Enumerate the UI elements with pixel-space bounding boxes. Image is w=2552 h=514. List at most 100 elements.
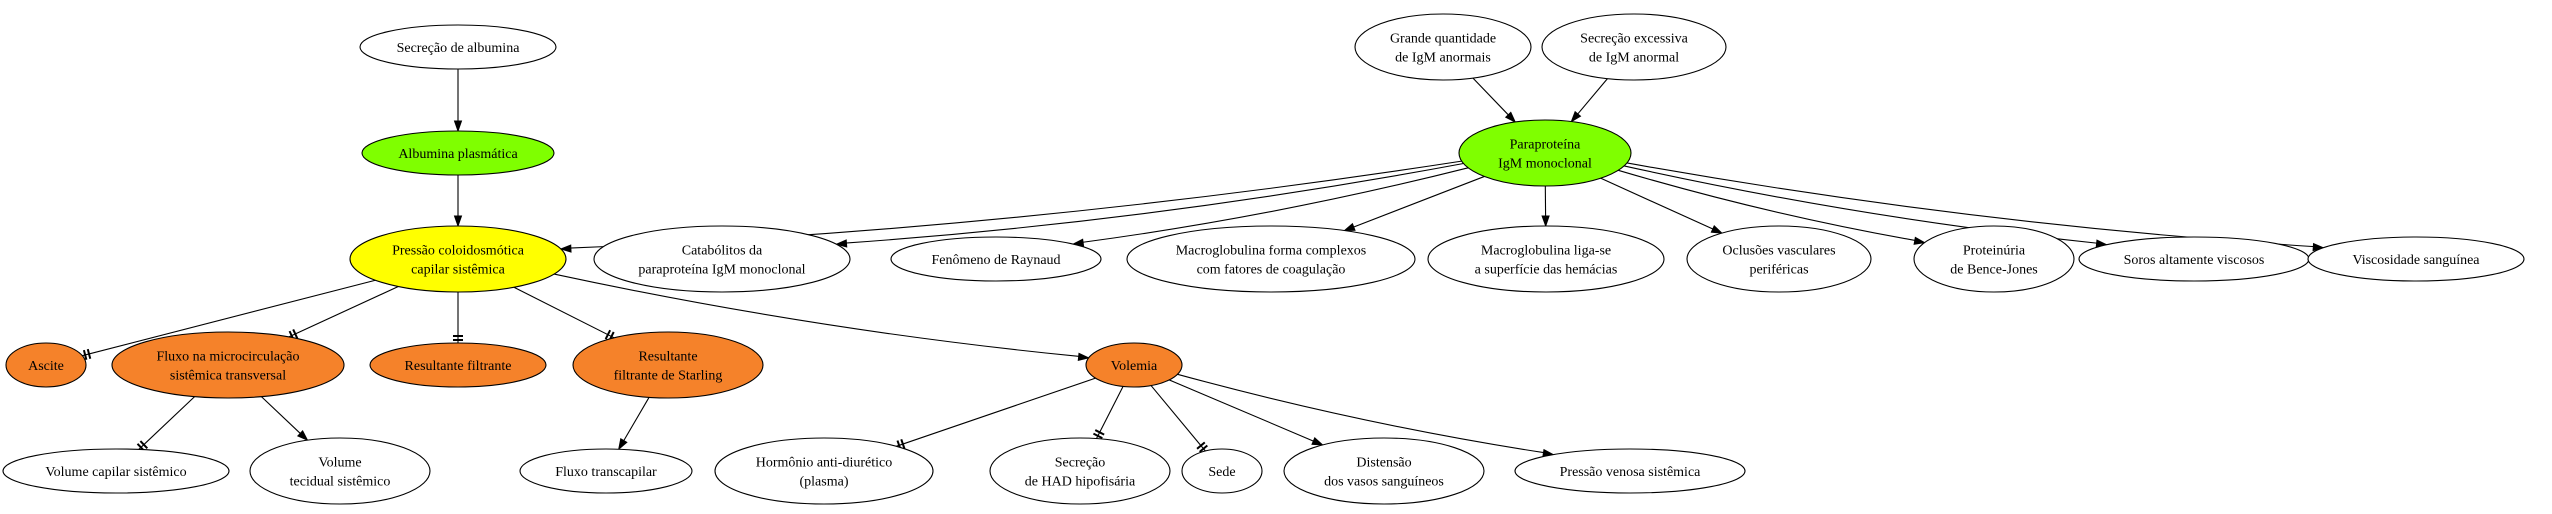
node-resultante-filtrante: Resultante filtrante bbox=[369, 342, 547, 388]
arrowhead-icon bbox=[559, 244, 572, 253]
edge-pressao-coloidosmotica-to-resultante-starling bbox=[513, 286, 615, 342]
node-label: Fluxo na microcirculação bbox=[156, 350, 299, 365]
node-ellipse bbox=[1427, 225, 1665, 293]
arrowhead-icon bbox=[617, 438, 628, 451]
node-label: Paraproteína bbox=[1510, 138, 1582, 153]
node-macroglobulina-complexos: Macroglobulina forma complexos com fatore… bbox=[1126, 225, 1416, 293]
node-secrecao-albumina: Secreção de albumina bbox=[359, 24, 557, 70]
edge-paraproteina-igm-to-proteinuria-bence-jones bbox=[1618, 169, 1927, 245]
node-label: Soros altamente viscosos bbox=[2124, 253, 2265, 268]
tee-head-icon bbox=[292, 329, 299, 339]
node-ellipse bbox=[593, 225, 851, 293]
node-ellipse bbox=[1541, 13, 1727, 81]
arrowhead-icon bbox=[1570, 110, 1582, 123]
node-label: Resultante bbox=[638, 350, 697, 365]
node-ellipse bbox=[1514, 448, 1746, 494]
node-label: capilar sistêmica bbox=[411, 263, 505, 278]
node-sede: Sede bbox=[1181, 448, 1263, 494]
node-volume-capilar: Volume capilar sistêmico bbox=[2, 448, 230, 494]
node-ellipse bbox=[369, 342, 547, 388]
tee-head-icon bbox=[900, 438, 906, 450]
node-label: Fluxo transcapilar bbox=[555, 465, 657, 480]
node-label: Macroglobulina liga-se bbox=[1481, 244, 1611, 259]
node-ellipse bbox=[361, 130, 555, 176]
node-label: Grande quantidade bbox=[1390, 32, 1496, 47]
node-volemia: Volemia bbox=[1085, 342, 1183, 388]
node-label: Resultante filtrante bbox=[405, 359, 512, 374]
edge-pressao-coloidosmotica-to-ascite bbox=[82, 279, 376, 361]
tee-head-icon bbox=[1198, 444, 1208, 453]
node-ellipse bbox=[1354, 13, 1532, 81]
tee-head-icon bbox=[86, 348, 92, 360]
node-macroglobulina-hemacias: Macroglobulina liga-se a superfície das h… bbox=[1427, 225, 1665, 293]
tee-head-icon bbox=[1092, 432, 1103, 440]
edge-volemia-to-distensao-vasos bbox=[1169, 379, 1324, 446]
node-oclusoes-vasculares: Oclusões vasculares periféricas bbox=[1686, 225, 1872, 293]
node-ellipse bbox=[249, 437, 431, 505]
arrowhead-icon bbox=[1710, 224, 1724, 234]
tee-head-icon bbox=[139, 440, 149, 449]
edge-pressao-coloidosmotica-to-fluxo-microcirculacao bbox=[288, 286, 399, 341]
node-label: com fatores de coagulação bbox=[1197, 263, 1346, 278]
node-ellipse bbox=[989, 437, 1171, 505]
edge-pressao-coloidosmotica-to-volemia bbox=[553, 273, 1091, 362]
node-label: Pressão coloidosmótica bbox=[392, 244, 525, 259]
arrowhead-icon bbox=[1541, 215, 1550, 228]
node-ellipse bbox=[890, 236, 1102, 282]
node-viscosidade-sanguinea: Viscosidade sanguínea bbox=[2307, 236, 2525, 282]
tee-head-icon bbox=[82, 349, 88, 361]
node-label: Volemia bbox=[1111, 359, 1158, 374]
edge-paraproteina-igm-to-catabolitos bbox=[834, 162, 1464, 248]
node-ellipse bbox=[519, 448, 693, 494]
node-ellipse bbox=[1458, 119, 1632, 187]
node-fluxo-transcapilar: Fluxo transcapilar bbox=[519, 448, 693, 494]
node-ellipse bbox=[1686, 225, 1872, 293]
node-fluxo-microcirculacao: Fluxo na microcirculação sistêmica transv… bbox=[111, 331, 345, 399]
node-label: Secreção excessiva bbox=[1580, 32, 1688, 47]
node-hormonio-antidiuretico: Hormônio anti-diurético(plasma) bbox=[714, 437, 934, 505]
node-pressao-coloidosmotica: Pressão coloidosmótica capilar sistêmica bbox=[349, 225, 567, 293]
node-label: (plasma) bbox=[800, 475, 849, 490]
edge-albumina-plasmatica-to-pressao-coloidosmotica bbox=[453, 174, 463, 228]
node-secrecao-excessiva-igm: Secreção excessiva de IgM anormal bbox=[1541, 13, 1727, 81]
arrowhead-icon bbox=[1311, 436, 1324, 446]
node-ellipse bbox=[2307, 236, 2525, 282]
node-label: Viscosidade sanguínea bbox=[2352, 253, 2480, 268]
node-ellipse bbox=[2, 448, 230, 494]
node-label: periféricas bbox=[1749, 263, 1808, 278]
node-label: sistêmica transversal bbox=[170, 369, 286, 384]
node-pressao-venosa: Pressão venosa sistêmica bbox=[1514, 448, 1746, 494]
edge-secrecao-albumina-to-albumina-plasmatica bbox=[453, 68, 463, 133]
edge-fluxo-microcirculacao-to-volume-capilar bbox=[136, 396, 195, 452]
node-label: Distensão bbox=[1356, 456, 1411, 471]
arrowhead-icon bbox=[1077, 352, 1091, 362]
node-label: Oclusões vasculares bbox=[1722, 244, 1835, 259]
edge-resultante-starling-to-fluxo-transcapilar bbox=[617, 397, 650, 451]
node-label: Pressão venosa sistêmica bbox=[1560, 465, 1702, 480]
node-label: IgM monoclonal bbox=[1498, 157, 1592, 172]
node-label: a superfície das hemácias bbox=[1475, 263, 1618, 278]
edge-volemia-to-sede bbox=[1150, 385, 1208, 453]
node-label: de IgM anormal bbox=[1589, 51, 1679, 66]
edge-paraproteina-igm-to-macroglobulina-hemacias bbox=[1541, 185, 1550, 228]
arrowhead-icon bbox=[453, 215, 463, 228]
node-soros-viscosos: Soros altamente viscosos bbox=[2078, 236, 2310, 282]
node-ellipse bbox=[5, 342, 87, 388]
node-label: Albumina plasmática bbox=[398, 147, 518, 162]
node-ellipse bbox=[1085, 342, 1183, 388]
arrowhead-icon bbox=[1504, 111, 1517, 124]
node-label: Secreção bbox=[1055, 456, 1106, 471]
arrowhead-icon bbox=[1342, 222, 1356, 232]
arrowhead-icon bbox=[1913, 236, 1927, 245]
node-label: Volume capilar sistêmico bbox=[45, 465, 186, 480]
edge-paraproteina-igm-to-oclusoes-vasculares bbox=[1600, 177, 1724, 234]
node-label: paraproteína IgM monoclonal bbox=[638, 263, 805, 278]
node-label: Macroglobulina forma complexos bbox=[1176, 244, 1367, 259]
